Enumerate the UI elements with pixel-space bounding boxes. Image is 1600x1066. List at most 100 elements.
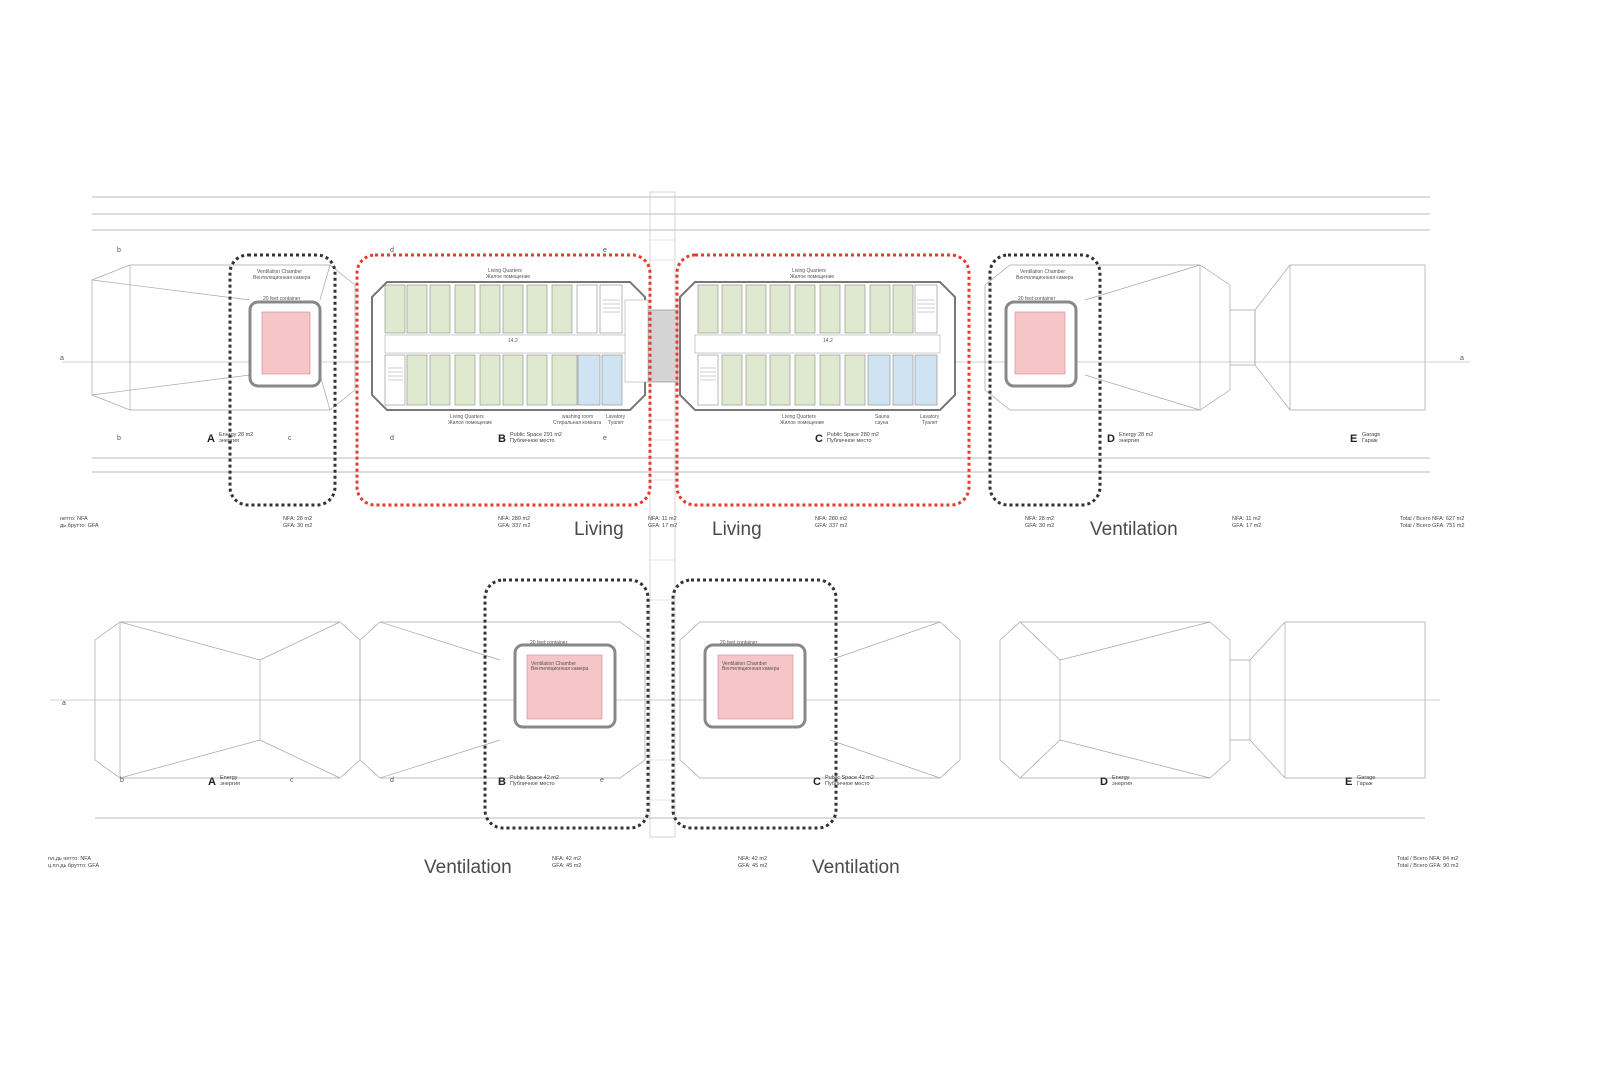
living-rooms-c-top: [697, 284, 938, 334]
svg-text:GFA: 337 m2: GFA: 337 m2: [498, 523, 530, 529]
module-letter-a: A: [208, 776, 216, 788]
living-highlight-c: [675, 253, 971, 507]
svg-text:Public Space 291 m2: Public Space 291 m2: [510, 432, 562, 438]
svg-text:Living Quarters: Living Quarters: [792, 268, 826, 274]
svg-text:GFA: 45 m2: GFA: 45 m2: [738, 863, 767, 869]
module-c-lower: [679, 621, 961, 779]
svg-text:Public Space 42 m2: Public Space 42 m2: [825, 775, 874, 781]
section-mark-e: e: [603, 435, 607, 442]
svg-text:Total / Всего GFA: 751 m2: Total / Всего GFA: 751 m2: [1400, 523, 1465, 529]
svg-text:Публичное место: Публичное место: [827, 438, 872, 444]
svg-text:Public Space 280 m2: Public Space 280 m2: [827, 432, 879, 438]
module-letter-c: C: [813, 776, 821, 788]
svg-text:энергия: энергия: [1112, 781, 1132, 787]
svg-text:энергия: энергия: [1119, 438, 1139, 444]
svg-text:GFA: 17 m2: GFA: 17 m2: [1232, 523, 1261, 529]
svg-text:NFA: 42 m2: NFA: 42 m2: [738, 856, 767, 862]
section-mark-e: e: [603, 247, 607, 254]
section-mark-c: c: [290, 777, 294, 784]
label-ventilation-d: Ventilation: [1090, 519, 1178, 540]
section-mark-a: a: [60, 355, 64, 362]
svg-text:Жилое помещение: Жилое помещение: [780, 420, 824, 426]
living-rooms-c-bottom: [697, 354, 938, 406]
svg-text:дь брутто: GFA: дь брутто: GFA: [60, 523, 99, 529]
svg-text:Ventilation Chamber: Ventilation Chamber: [257, 269, 302, 275]
ventilation-room-lower-b: [526, 654, 603, 720]
svg-text:Жилое помещение: Жилое помещение: [790, 274, 834, 280]
section-mark-a: a: [62, 700, 66, 707]
svg-text:NFA: 42 m2: NFA: 42 m2: [552, 856, 581, 862]
svg-text:Вентиляционная камера: Вентиляционная камера: [253, 275, 310, 281]
svg-text:GFA: 17 m2: GFA: 17 m2: [648, 523, 677, 529]
svg-text:GFA: 30 m2: GFA: 30 m2: [283, 523, 312, 529]
ventilation-room-d: [1014, 311, 1066, 375]
svg-text:Туалет: Туалет: [608, 420, 625, 426]
sauna-room: [867, 354, 891, 406]
svg-text:NFA: 280 m2: NFA: 280 m2: [815, 516, 847, 522]
svg-text:Garage: Garage: [1362, 432, 1380, 438]
living-rooms-b-top: [384, 284, 623, 334]
container-a: [248, 300, 322, 388]
container-lower-b: [513, 643, 617, 729]
section-mark-b: b: [120, 777, 124, 784]
label-ventilation-lower-b: Ventilation: [424, 857, 512, 878]
module-letter-a: A: [207, 433, 215, 445]
svg-text:Публичное место: Публичное место: [510, 781, 555, 787]
svg-text:NFA: 28 m2: NFA: 28 m2: [1025, 516, 1054, 522]
module-d-outline: [984, 264, 1231, 411]
svg-text:20 feet container: 20 feet container: [263, 296, 301, 302]
ventilation-highlight-d: [988, 253, 1102, 507]
wet-room-b: [577, 354, 601, 406]
svg-text:Жилое помещение: Жилое помещение: [486, 274, 530, 280]
living-block-c: [679, 281, 956, 411]
lavatory-b: [601, 354, 623, 406]
section-mark-e: e: [600, 777, 604, 784]
module-letter-b: B: [498, 776, 506, 788]
module-letter-e: E: [1345, 776, 1352, 788]
module-d-lower: [999, 621, 1231, 779]
module-letter-d: D: [1100, 776, 1108, 788]
svg-text:NFA: 11 m2: NFA: 11 m2: [1232, 516, 1261, 522]
living-rooms-b-bottom: [384, 354, 623, 406]
ventilation-highlight-lower-c: [671, 578, 838, 830]
lavatory-c: [914, 354, 938, 406]
svg-text:Публичное место: Публичное место: [825, 781, 870, 787]
section-mark-b: b: [117, 435, 121, 442]
svg-text:Ventilation Chamber: Ventilation Chamber: [722, 661, 767, 667]
svg-text:Living Quarters: Living Quarters: [488, 268, 522, 274]
svg-text:14.2: 14.2: [508, 338, 518, 344]
svg-text:Lavatory: Lavatory: [920, 414, 940, 420]
section-mark-d: d: [390, 435, 394, 442]
container-d: [1004, 300, 1078, 388]
svg-text:Living Quarters: Living Quarters: [782, 414, 816, 420]
svg-text:Вентиляционная камера: Вентиляционная камера: [1016, 275, 1073, 281]
svg-text:Sauna: Sauna: [875, 414, 890, 420]
ventilation-highlight-a: [228, 253, 337, 507]
svg-text:сауна: сауна: [875, 420, 888, 426]
svg-text:NFA: 28 m2: NFA: 28 m2: [283, 516, 312, 522]
living-highlight-b: [355, 253, 652, 507]
svg-text:Garage: Garage: [1357, 775, 1375, 781]
svg-text:20 feet container: 20 feet container: [530, 640, 568, 646]
svg-text:Energy 28 m2: Energy 28 m2: [219, 432, 253, 438]
svg-text:GFA: 45 m2: GFA: 45 m2: [552, 863, 581, 869]
lower-plan: [50, 621, 1440, 819]
ventilation-room-lower-c: [717, 654, 794, 720]
module-letter-c: C: [815, 433, 823, 445]
module-a-outline: [91, 264, 356, 411]
module-letter-d: D: [1107, 433, 1115, 445]
svg-text:Вентиляционная камера: Вентиляционная камера: [531, 666, 588, 672]
ventilation-highlight-lower-b: [483, 578, 650, 830]
svg-text:Гараж: Гараж: [1362, 438, 1378, 444]
svg-text:20 feet container: 20 feet container: [1018, 296, 1056, 302]
svg-text:Total / Всего NFA: 84 m2: Total / Всего NFA: 84 m2: [1397, 856, 1458, 862]
section-mark-a: a: [1460, 355, 1464, 362]
svg-text:Жилое помещение: Жилое помещение: [448, 420, 492, 426]
section-mark-c: c: [288, 435, 292, 442]
svg-text:Вентиляционная камера: Вентиляционная камера: [722, 666, 779, 672]
svg-text:нетто: NFA: нетто: NFA: [60, 516, 88, 522]
module-b-lower: [359, 621, 646, 779]
svg-text:Energy: Energy: [220, 775, 238, 781]
ventilation-room-a: [261, 311, 311, 375]
